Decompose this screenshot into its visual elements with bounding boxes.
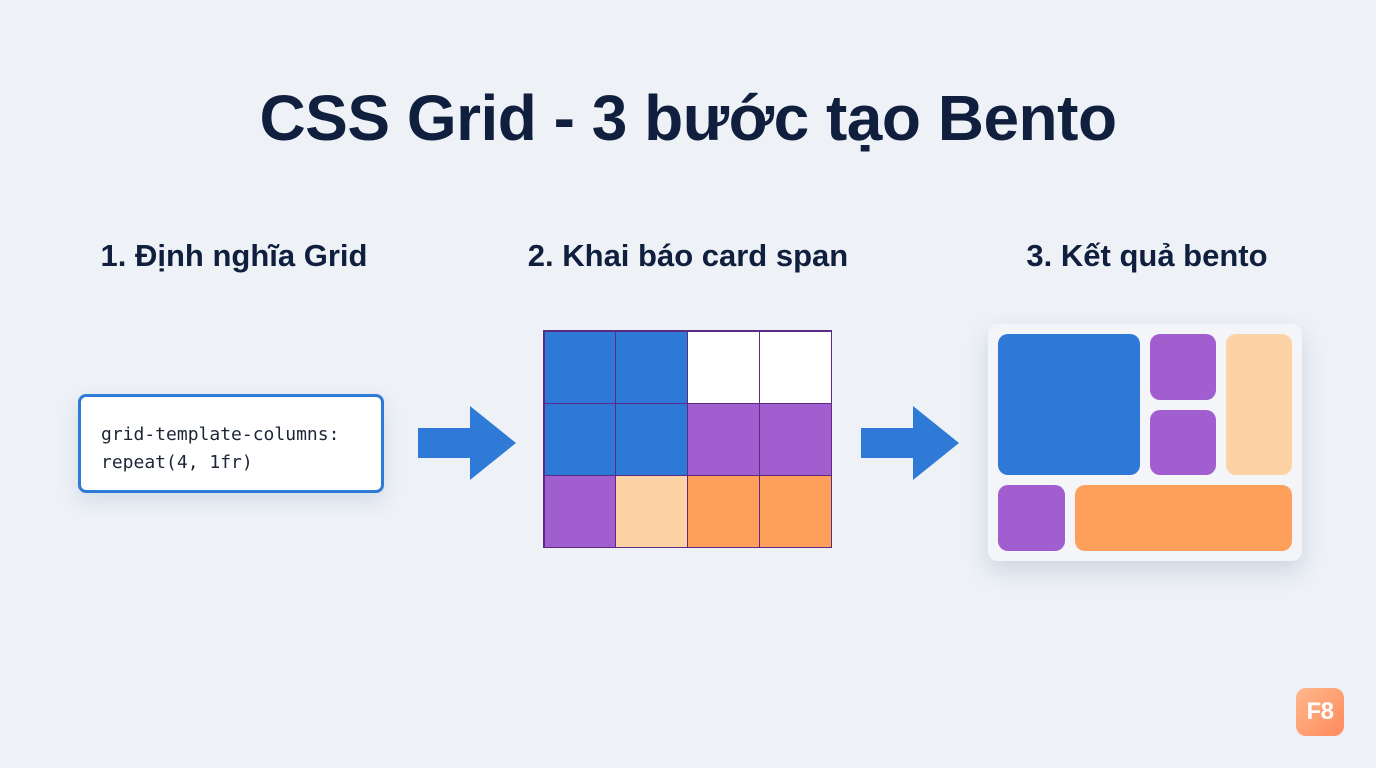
grid-span-diagram [543,330,832,548]
arrow-right-icon [418,406,516,480]
step-2-label: 2. Khai báo card span [527,238,849,273]
step-3-label: 3. Kết quả bento [1026,238,1268,273]
bento-tile-small [1150,334,1216,400]
code-line-2: repeat(4, 1fr) [101,452,253,473]
bento-tile-tall [1226,334,1292,475]
grid-cell [543,474,617,548]
step-1-label: 1. Định nghĩa Grid [100,238,368,273]
grid-cell [687,402,760,476]
code-line-1: grid-template-columns: [101,424,340,445]
grid-cell [687,330,760,404]
code-snippet-box: grid-template-columns: repeat(4, 1fr) [78,394,384,493]
grid-cell [687,474,760,548]
arrow-right-icon [861,406,959,480]
bento-tile-small [998,485,1065,551]
grid-cell [758,402,832,476]
grid-cell [615,330,688,404]
bento-tile-small [1150,410,1216,475]
bento-result-panel [988,324,1302,561]
grid-cell [758,474,832,548]
grid-cell [615,402,688,476]
bento-tile-wide [1075,485,1292,551]
grid-cell [615,474,688,548]
grid-cell [543,330,617,404]
page-title: CSS Grid - 3 bước tạo Bento [259,82,1117,154]
f8-logo: F8 [1296,688,1344,736]
grid-cell [758,330,832,404]
grid-cell [543,402,617,476]
bento-tile-large [998,334,1140,475]
